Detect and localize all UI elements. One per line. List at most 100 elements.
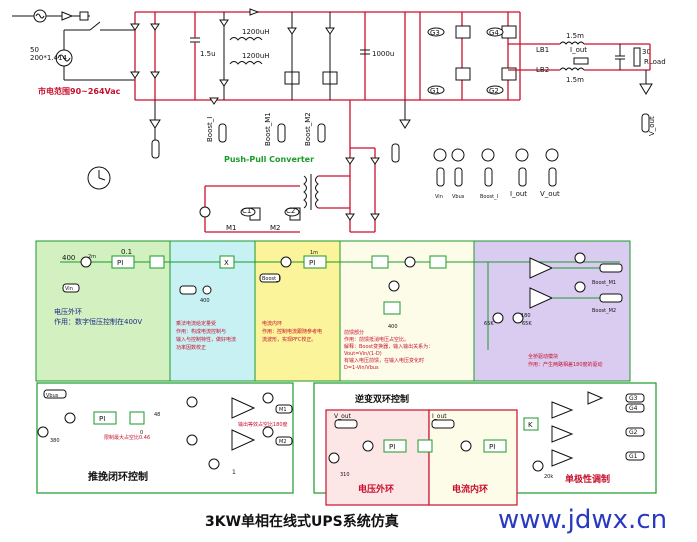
push-pull-control-panel — [36, 382, 294, 494]
spwm-label: 单极性调制 — [565, 473, 610, 485]
probe-icon — [641, 113, 650, 133]
ff-5: D=1-Vin/Vbus — [344, 365, 379, 371]
inductor-1-label: 1200uH — [242, 28, 270, 36]
voltage-outer-panel — [35, 240, 171, 382]
meter-v-out-label: V_out — [540, 190, 560, 198]
probe-icon — [317, 123, 326, 143]
ff-2: 解释：Boost变换器，输入输出关系为： — [344, 343, 433, 350]
source-freq-label: 50 — [30, 46, 39, 54]
i-out-tag: I_out — [432, 413, 447, 420]
gain-label: 0.1 — [121, 248, 132, 256]
push-pull-ctrl-title: 推挽闭环控制 — [88, 470, 148, 483]
switch-m1-label: M1 — [226, 224, 237, 232]
igbt-label-g4: G4 — [489, 29, 499, 37]
note-mid-2: 作用：构成电流控制与 — [176, 328, 226, 335]
sense-label-1: Boost_I — [206, 117, 214, 142]
note-mid-3: 输入与控制特性，做好电流 — [176, 336, 236, 343]
gain-2-label: 2m — [88, 254, 96, 260]
m2-tag: M2 — [279, 439, 287, 445]
inner-label-3: 流波形，实现PFC校正。 — [262, 336, 316, 343]
vbus-tag: Vbus — [46, 393, 59, 399]
note-mid-4: 功率因数校正 — [176, 344, 206, 351]
meters-row: Vin Vbus Boost_I I_out V_out — [433, 148, 560, 200]
limit-note: 限制最大占空比0.46 — [104, 434, 150, 441]
duty-note: 输出等效占空比180度 — [238, 421, 288, 428]
inverter-control: 逆变双环控制 V_out I_out 310 PI PI K G3 G4 G2 … — [313, 382, 657, 506]
igbt-label-g1: G1 — [430, 87, 440, 95]
switch-m2-label: M2 — [270, 224, 281, 232]
sense-label-3: Boost_M2 — [304, 112, 312, 146]
gate-g1: G1 — [629, 453, 638, 460]
pi-block — [111, 255, 135, 269]
ff-3: Vout=Vin/(1-D) — [344, 351, 382, 357]
lb1-label: LB1 — [536, 46, 549, 54]
gate-g3: G3 — [629, 395, 638, 402]
meter-icon — [61, 11, 74, 21]
ff-v400-label: 400 — [388, 324, 398, 330]
gate-g2: G2 — [629, 429, 638, 436]
voltmeter-icon — [515, 148, 529, 162]
probe-icon — [151, 139, 160, 159]
mult-label: X — [224, 259, 229, 267]
probe-icon — [218, 123, 227, 143]
k-label: K — [528, 421, 533, 429]
probe-icon — [277, 123, 286, 143]
meter-vbus-label: Vbus — [452, 194, 465, 200]
ff-title: 前馈部分 — [344, 329, 364, 336]
ff-4: 有输入电压前馈，在输入电压变化时 — [344, 357, 424, 364]
v400-label: 400 — [200, 298, 210, 304]
pwm-title: 全桥驱动模块 — [528, 353, 558, 360]
meter-i-out-label: I_out — [510, 190, 527, 198]
rload-label: RLoad — [644, 58, 666, 66]
cap-1-label: 1.5u — [200, 50, 216, 58]
pi-1-label: PI — [389, 443, 395, 451]
ind-out-1-label: 1.5m — [566, 32, 584, 40]
meter-boost-i-label: Boost_I — [480, 194, 498, 200]
sense-label-2: Boost_M1 — [264, 112, 272, 146]
ref-310-label: 310 — [340, 472, 350, 478]
lb2-label: LB2 — [536, 66, 549, 74]
v-out-tag: V_out — [334, 413, 352, 420]
inner-label-1: 电流内环 — [262, 320, 282, 327]
ref-380-label: 380 — [50, 438, 60, 444]
push-pull-label: Push-Pull Converter — [224, 155, 314, 164]
load-r-label: 30 — [642, 48, 651, 56]
one-label: 1 — [232, 469, 236, 476]
note-mid-1: 乘法电流给定量受 — [176, 320, 216, 327]
switch-c2-label: C2 — [286, 207, 295, 215]
mains-range-label: 市电范围90~264Vac — [38, 86, 121, 96]
i-out-label: I_out — [570, 46, 587, 54]
inductor-2-label: 1200uH — [242, 52, 270, 60]
limit-label: 0 — [140, 430, 143, 436]
cap-2-label: 1000u — [372, 50, 394, 58]
pi-label: PI — [117, 259, 123, 267]
page-title: 3KW单相在线式UPS系统仿真 — [205, 513, 399, 530]
out-2-label: Boost_M2 — [592, 308, 616, 314]
deg-label: 180 — [521, 313, 531, 319]
boost-i-tag: Boost_I — [262, 276, 280, 282]
ff-1: 作用：前馈抵消电压占空比。 — [344, 336, 409, 343]
inner-label-2: 作用：控制电流跟随参考电 — [262, 328, 322, 335]
v-out-label: V_out — [648, 116, 656, 136]
igbt-label-g2: G2 — [489, 87, 499, 95]
outer-loop-label: 电压外环 — [358, 483, 394, 495]
m1-tag: M1 — [279, 407, 287, 413]
f1-label: 65K — [484, 321, 494, 327]
power-stage: 50 200*1.414 市电范围90~264Vac 1.5u 1200uH 1… — [12, 8, 666, 233]
vin-tag: Vin — [65, 286, 73, 292]
switch-c1-label: C1 — [242, 207, 251, 215]
boost-control: 400 Vin 0.1 PI 2m 电压外环 作用：数字恒压控制在400V X … — [35, 240, 631, 382]
note-title: 电压外环 — [54, 307, 82, 316]
f2-label: 65K — [522, 321, 532, 327]
pi-label: PI — [99, 415, 105, 423]
push-pull-control: Vbus 380 PI 48 0 M1 M2 限制最大占空比0.46 输出等效占… — [36, 382, 294, 494]
out-1-label: Boost_M1 — [592, 280, 616, 286]
inner-loop-label: 电流内环 — [452, 483, 488, 495]
voltmeter-icon — [545, 148, 559, 162]
gain-3-label: 1m — [310, 250, 318, 256]
igbt-label-g3: G3 — [430, 29, 440, 37]
multiplier-panel — [169, 240, 256, 382]
inverter-ctrl-title: 逆变双环控制 — [355, 393, 409, 405]
